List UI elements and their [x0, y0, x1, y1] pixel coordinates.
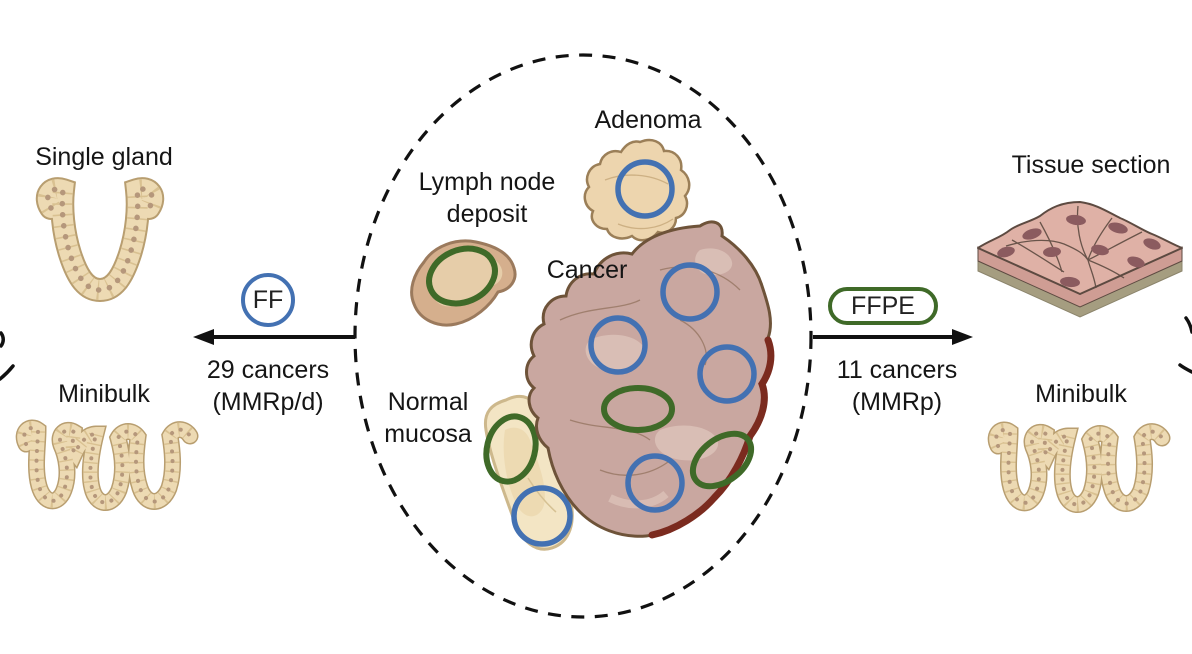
- ff-sample-ring: [511, 485, 573, 547]
- arrow-head-right: [952, 329, 973, 345]
- ff-sample-ring: [588, 315, 648, 375]
- ff-sample-ring: [660, 262, 720, 322]
- single-gland-illustration: [35, 177, 165, 303]
- ffpe-sample-ring: [601, 385, 675, 433]
- ff-sample-ring: [697, 344, 757, 404]
- ff-count: 29 cancers: [206, 356, 330, 384]
- lymph-node-label: Lymph node deposit: [418, 168, 556, 228]
- single-gland-label: Single gland: [35, 143, 173, 171]
- right-edge-brace: [1178, 316, 1192, 374]
- ffpe-sample-ring: [426, 245, 498, 307]
- left-edge-brace: [0, 331, 15, 381]
- ffpe-count: 11 cancers: [836, 356, 958, 384]
- cancer-illustration: [525, 220, 775, 539]
- ffpe-caption: 11 cancers (MMRp): [837, 354, 957, 418]
- adenoma-illustration: [583, 138, 691, 242]
- tissue-section-label: Tissue section: [1011, 151, 1171, 179]
- lymph-node-deposit-illustration: [410, 239, 517, 327]
- ffpe-sample-ring: [689, 430, 755, 490]
- minibulk-right-label: Minibulk: [1035, 380, 1127, 408]
- ffpe-badge: FFPE: [828, 287, 938, 325]
- ff-badge: FF: [241, 273, 295, 327]
- ff-caption: 29 cancers (MMRp/d): [207, 354, 329, 418]
- adenoma-label: Adenoma: [594, 106, 702, 134]
- ff-subtype: (MMRp/d): [212, 388, 324, 416]
- arrow-head-left: [193, 329, 214, 345]
- ffpe-sample-ring: [483, 413, 539, 485]
- ff-sample-ring: [625, 453, 685, 513]
- cancer-inked-margin: [648, 336, 775, 539]
- ffpe-arrow: [813, 329, 973, 345]
- ff-arrow: [193, 329, 355, 345]
- normal-mucosa-label: Normal mucosa: [384, 388, 472, 448]
- ffpe-subtype: (MMRp): [851, 388, 943, 416]
- tissue-nuclei: [997, 214, 1161, 288]
- minibulk-left-illustration: [24, 428, 190, 503]
- minibulk-right-illustration: [996, 430, 1162, 505]
- ff-sample-ring: [615, 159, 675, 219]
- tissue-section-illustration: [977, 201, 1183, 318]
- minibulk-left-label: Minibulk: [58, 380, 150, 408]
- cancer-label: Cancer: [546, 256, 628, 284]
